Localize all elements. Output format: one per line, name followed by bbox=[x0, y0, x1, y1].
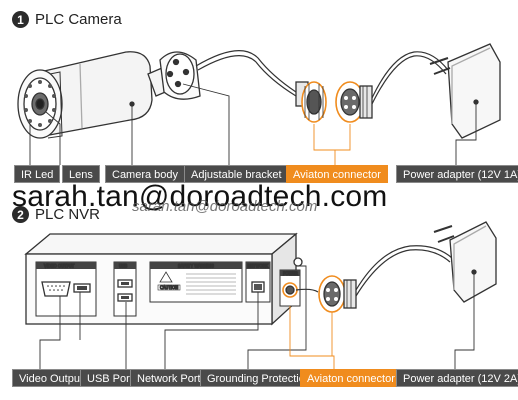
label-network-port: Network Port bbox=[130, 369, 208, 387]
camera-callout-lines bbox=[29, 83, 477, 165]
label-aviation-connector-camera: Aviaton connector bbox=[286, 165, 388, 183]
label-grounding-protection: Grounding Protection bbox=[200, 369, 318, 387]
section-plc-camera: 1 PLC Camera bbox=[12, 11, 122, 28]
label-ir-led: IR Led bbox=[14, 165, 61, 183]
section-number-badge: 1 bbox=[12, 11, 29, 28]
nvr-illustration: VIDEO OUTPUT USB SAFETY WARNING CAUTION … bbox=[24, 221, 497, 326]
video-output-panel-label: VIDEO OUTPUT bbox=[44, 264, 75, 269]
label-adjustable-bracket: Adjustable bracket bbox=[184, 165, 289, 183]
label-camera-body: Camera body bbox=[105, 165, 186, 183]
label-power-adapter-1a: Power adapter (12V 1A) bbox=[396, 165, 518, 183]
usb-panel-label: USB bbox=[119, 264, 127, 269]
label-usb-port: USB Port bbox=[80, 369, 140, 387]
caution-label: CAUTION bbox=[160, 285, 178, 290]
label-power-adapter-2a: Power adapter (12V 2A) bbox=[396, 369, 518, 387]
nvr-callout-lines bbox=[39, 265, 475, 369]
ir-led-ring bbox=[24, 80, 56, 127]
section-plc-nvr: 2 PLC NVR bbox=[12, 206, 100, 223]
label-lens: Lens bbox=[62, 165, 100, 183]
label-aviation-connector-nvr: Aviaton connector bbox=[300, 369, 402, 387]
label-video-output: Video Output bbox=[12, 369, 91, 387]
watermark-email-ghost: sarah.tan@doroadtech.com bbox=[132, 198, 318, 215]
camera-illustration bbox=[17, 43, 501, 139]
section-number-badge: 2 bbox=[12, 206, 29, 223]
watermark-email: sarah.tan@doroadtech.com bbox=[12, 180, 388, 213]
power-panel-label: POWER bbox=[283, 271, 298, 276]
network-panel-label: NETWORK bbox=[248, 264, 269, 269]
safety-warning-label: SAFETY WARNING bbox=[178, 264, 214, 269]
section-title: PLC Camera bbox=[35, 11, 122, 28]
section-title: PLC NVR bbox=[35, 206, 101, 223]
